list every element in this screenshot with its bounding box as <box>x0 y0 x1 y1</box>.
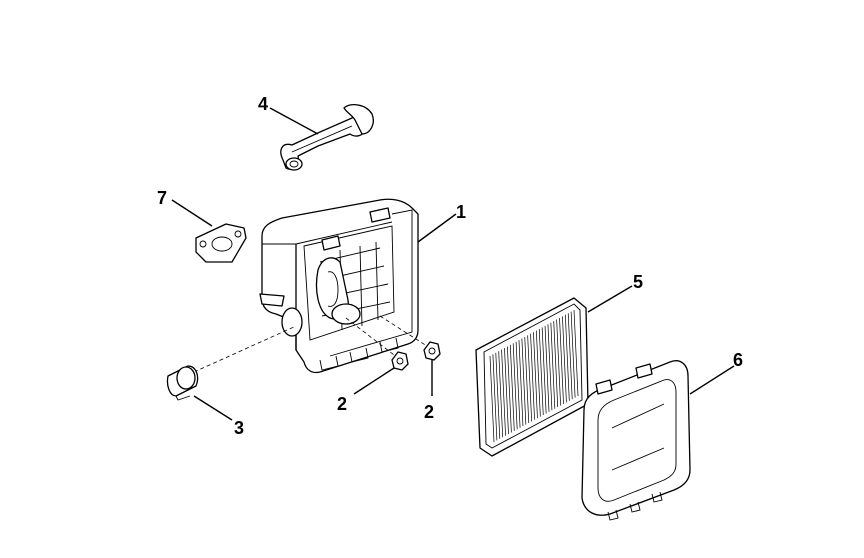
filter-pleat <box>489 355 495 443</box>
filter-pleat <box>559 317 564 404</box>
filter-pleat <box>553 321 559 408</box>
hose-part-4 <box>280 103 374 171</box>
filter-pleat <box>509 344 515 431</box>
filter-pleat <box>507 346 512 433</box>
filter-pleat <box>512 343 518 430</box>
filter-pleat <box>495 352 501 439</box>
filter-pleats <box>489 309 579 443</box>
filter-pleat <box>533 332 538 419</box>
filter-pleat <box>547 324 553 411</box>
filter-pleat <box>515 341 521 428</box>
filter-pleat <box>524 336 530 423</box>
callout-7: 7 <box>157 188 167 208</box>
filter-pleat <box>570 311 576 398</box>
callout-1: 1 <box>456 202 466 222</box>
callout-2-right: 2 <box>424 402 434 422</box>
filter-pleat <box>567 313 573 400</box>
filter-pleat <box>541 327 547 414</box>
callout-4: 4 <box>258 94 268 114</box>
filter-pleat <box>501 349 506 436</box>
callout-5: 5 <box>633 272 643 292</box>
filter-pleat <box>530 333 535 420</box>
filter-pleat <box>521 338 527 425</box>
air-filter-housing-part-1 <box>259 198 419 374</box>
filter-pleat <box>573 309 579 397</box>
filter-pleat <box>544 325 550 412</box>
filter-pleat <box>504 348 509 435</box>
filter-pleat <box>492 354 498 441</box>
filter-pleat <box>562 316 567 403</box>
nut-part-2a <box>391 351 409 371</box>
filter-cover-part-6 <box>581 360 691 521</box>
callout-2-left: 2 <box>337 394 347 414</box>
gasket-part-7 <box>195 223 247 263</box>
assembly-guide-lines <box>193 315 431 373</box>
nut-part-2b <box>423 341 441 361</box>
filter-element-part-5 <box>475 297 589 457</box>
filter-pleat <box>518 340 524 427</box>
filter-pleat <box>550 322 556 409</box>
filter-pleat <box>556 319 561 406</box>
callout-3: 3 <box>234 418 244 438</box>
leader-lines <box>171 107 735 421</box>
filter-pleat <box>527 335 533 422</box>
sleeve-part-3 <box>166 365 199 401</box>
filter-pleat <box>535 330 541 417</box>
filter-pleat <box>538 329 544 416</box>
filter-pleat <box>564 314 570 401</box>
filter-pleat <box>498 351 504 438</box>
callout-6: 6 <box>733 350 743 370</box>
